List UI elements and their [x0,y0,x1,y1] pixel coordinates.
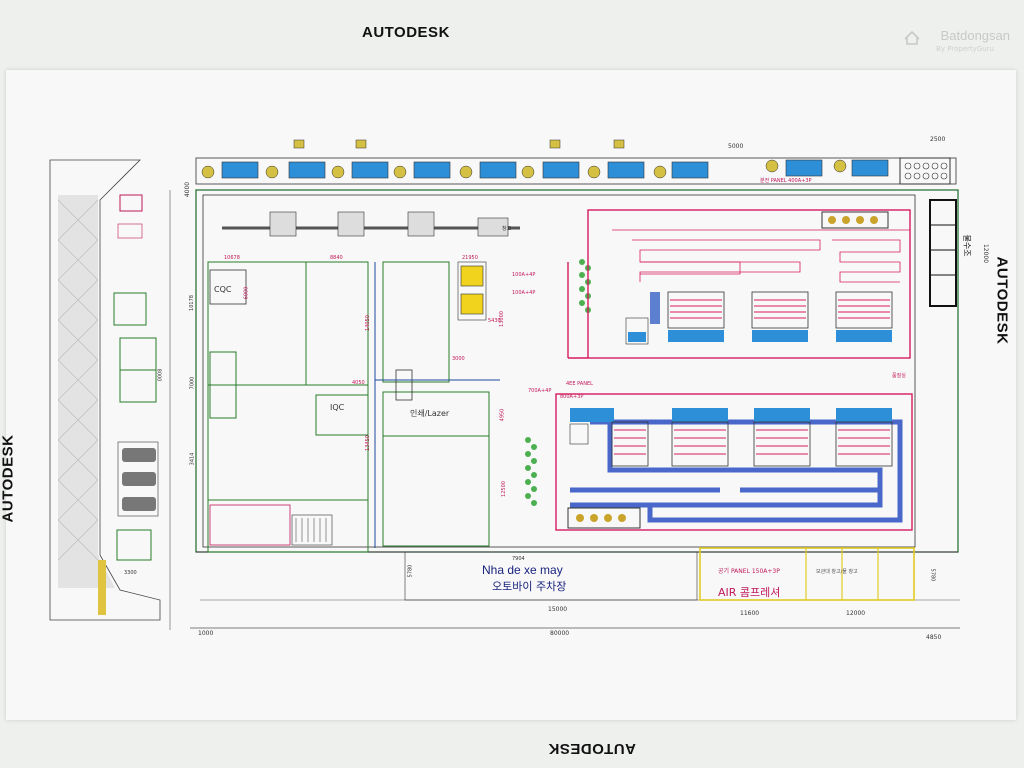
left-driveway [49,159,161,621]
oven-2 [460,293,484,315]
parking-bays [117,441,159,517]
dim-21950: 21950 [462,255,478,261]
pump-skid-top [821,211,889,229]
batdongsan-watermark: Batdongsan [940,28,1010,43]
dim-3300: 3300 [124,570,137,576]
panel-label-1: 100A+4P [512,272,536,278]
motorbike-parking-label-vi: Nha de xe may [482,563,563,577]
top-machines [269,211,509,237]
blueprint-sheet [6,70,1016,720]
control-cabinet [569,423,589,445]
guard-house [116,529,152,561]
pump-motors-bottom [576,514,626,522]
chiller-units [221,159,889,179]
equipment-yard [195,157,957,185]
production-lines-lower [611,421,893,467]
pipe-runs-upper [612,229,910,283]
oven-room [457,261,487,321]
dim-top-1: 5000 [728,143,744,150]
air-compressor-label: AIR 콤프레셔 [718,586,781,599]
dim-11600: 11600 [740,610,760,617]
entry-gate [98,560,106,615]
dim-4050: 4050 [352,380,365,386]
dim-4950: 4950 [499,408,506,422]
mid-panel-title: 4EE PANEL [566,381,593,387]
legend-box [117,223,143,239]
dim-3000: 3000 [452,356,465,362]
pump-skid-bottom [567,507,641,529]
cooling-fans [201,139,847,179]
dim-7000: 7000 [189,376,196,390]
compressor-room [699,547,915,601]
middle-rooms [315,261,490,547]
elevator [395,369,413,401]
lower-piping [555,393,913,531]
cqc-label: CQC [214,285,232,294]
dim-4850: 4850 [926,634,942,641]
batdongsan-watermark-sub: By PropertyGuru [936,45,994,53]
left-booth-1 [113,292,147,326]
driveway-hatch [58,195,115,588]
dim-13000: 13000 [498,311,505,327]
toilet-block [209,504,291,546]
top-panel-label: 분전 PANEL 400A+3P [760,178,812,184]
production-lines-upper [625,291,893,345]
dim-12500: 12500 [500,481,507,497]
room-right-mid: 품질실 [892,373,906,379]
tank-cells [904,162,948,180]
dim-10678: 10678 [224,255,240,261]
plant-strip-2 [525,437,537,506]
air-panel-label: 공기 PANEL 150A+3P [718,568,780,575]
dim-5780-left: 5780 [407,564,414,578]
dim-14050: 14050 [364,315,371,331]
lower-conveyor [570,419,903,523]
dim-13450: 13450 [364,435,371,451]
dim-5430: 5430 [488,318,501,324]
dim-7904: 7904 [512,556,525,562]
laser-room-label: 인쇄/Lazer [410,409,450,418]
dim-1000: 1000 [198,630,214,637]
lower-machine-heads [570,408,892,422]
dim-8000: 8000 [155,368,162,382]
dim-top-2: 2500 [930,136,946,143]
panel-label-3: 700A+4P [528,388,552,394]
cqc-room [209,269,247,305]
panel-label-4: 800A+3P [560,394,584,400]
dim-left-top: 4000 [184,181,192,198]
water-tank [929,199,957,307]
parked-cars [122,448,156,511]
driveway-hatch-pattern [57,199,99,561]
upper-piping [567,209,911,359]
stair-room [209,351,237,419]
dim-80000: 80000 [550,630,570,637]
stair-treads [295,518,327,542]
dim-6000: 6000 [243,286,250,300]
dim-5780-right: 5780 [929,568,936,582]
tank-grid [899,157,951,185]
dim-8840: 8840 [330,255,343,261]
house-logo-icon [904,30,920,45]
water-tank-cells [930,224,956,276]
room-top-right: 창고 [502,226,512,232]
panel-label-2: 100A+4P [512,290,536,296]
transformer [119,194,143,212]
stairs [291,514,333,546]
water-tank-label: 물수조 [962,234,972,257]
dim-right-12000: 12000 [982,243,990,264]
motorbike-shed [404,551,698,601]
dim-3414: 3414 [189,452,196,466]
motorbike-parking-label-ko: 오토바이 주차장 [492,580,567,593]
oven-1 [460,265,484,287]
storage-bottom-label: 보관대 창고/물 창고 [816,569,858,575]
autodesk-brand-top: AUTODESK [362,24,450,41]
dim-12000-bottom: 12000 [846,610,866,617]
dim-15000: 15000 [548,606,568,613]
site-boundary [195,189,959,553]
dim-10178: 10178 [188,295,195,311]
pump-motors-top [828,216,878,224]
building-outline [202,194,916,548]
iqc-label: IQC [330,403,345,412]
plant-strip-1 [579,259,591,313]
